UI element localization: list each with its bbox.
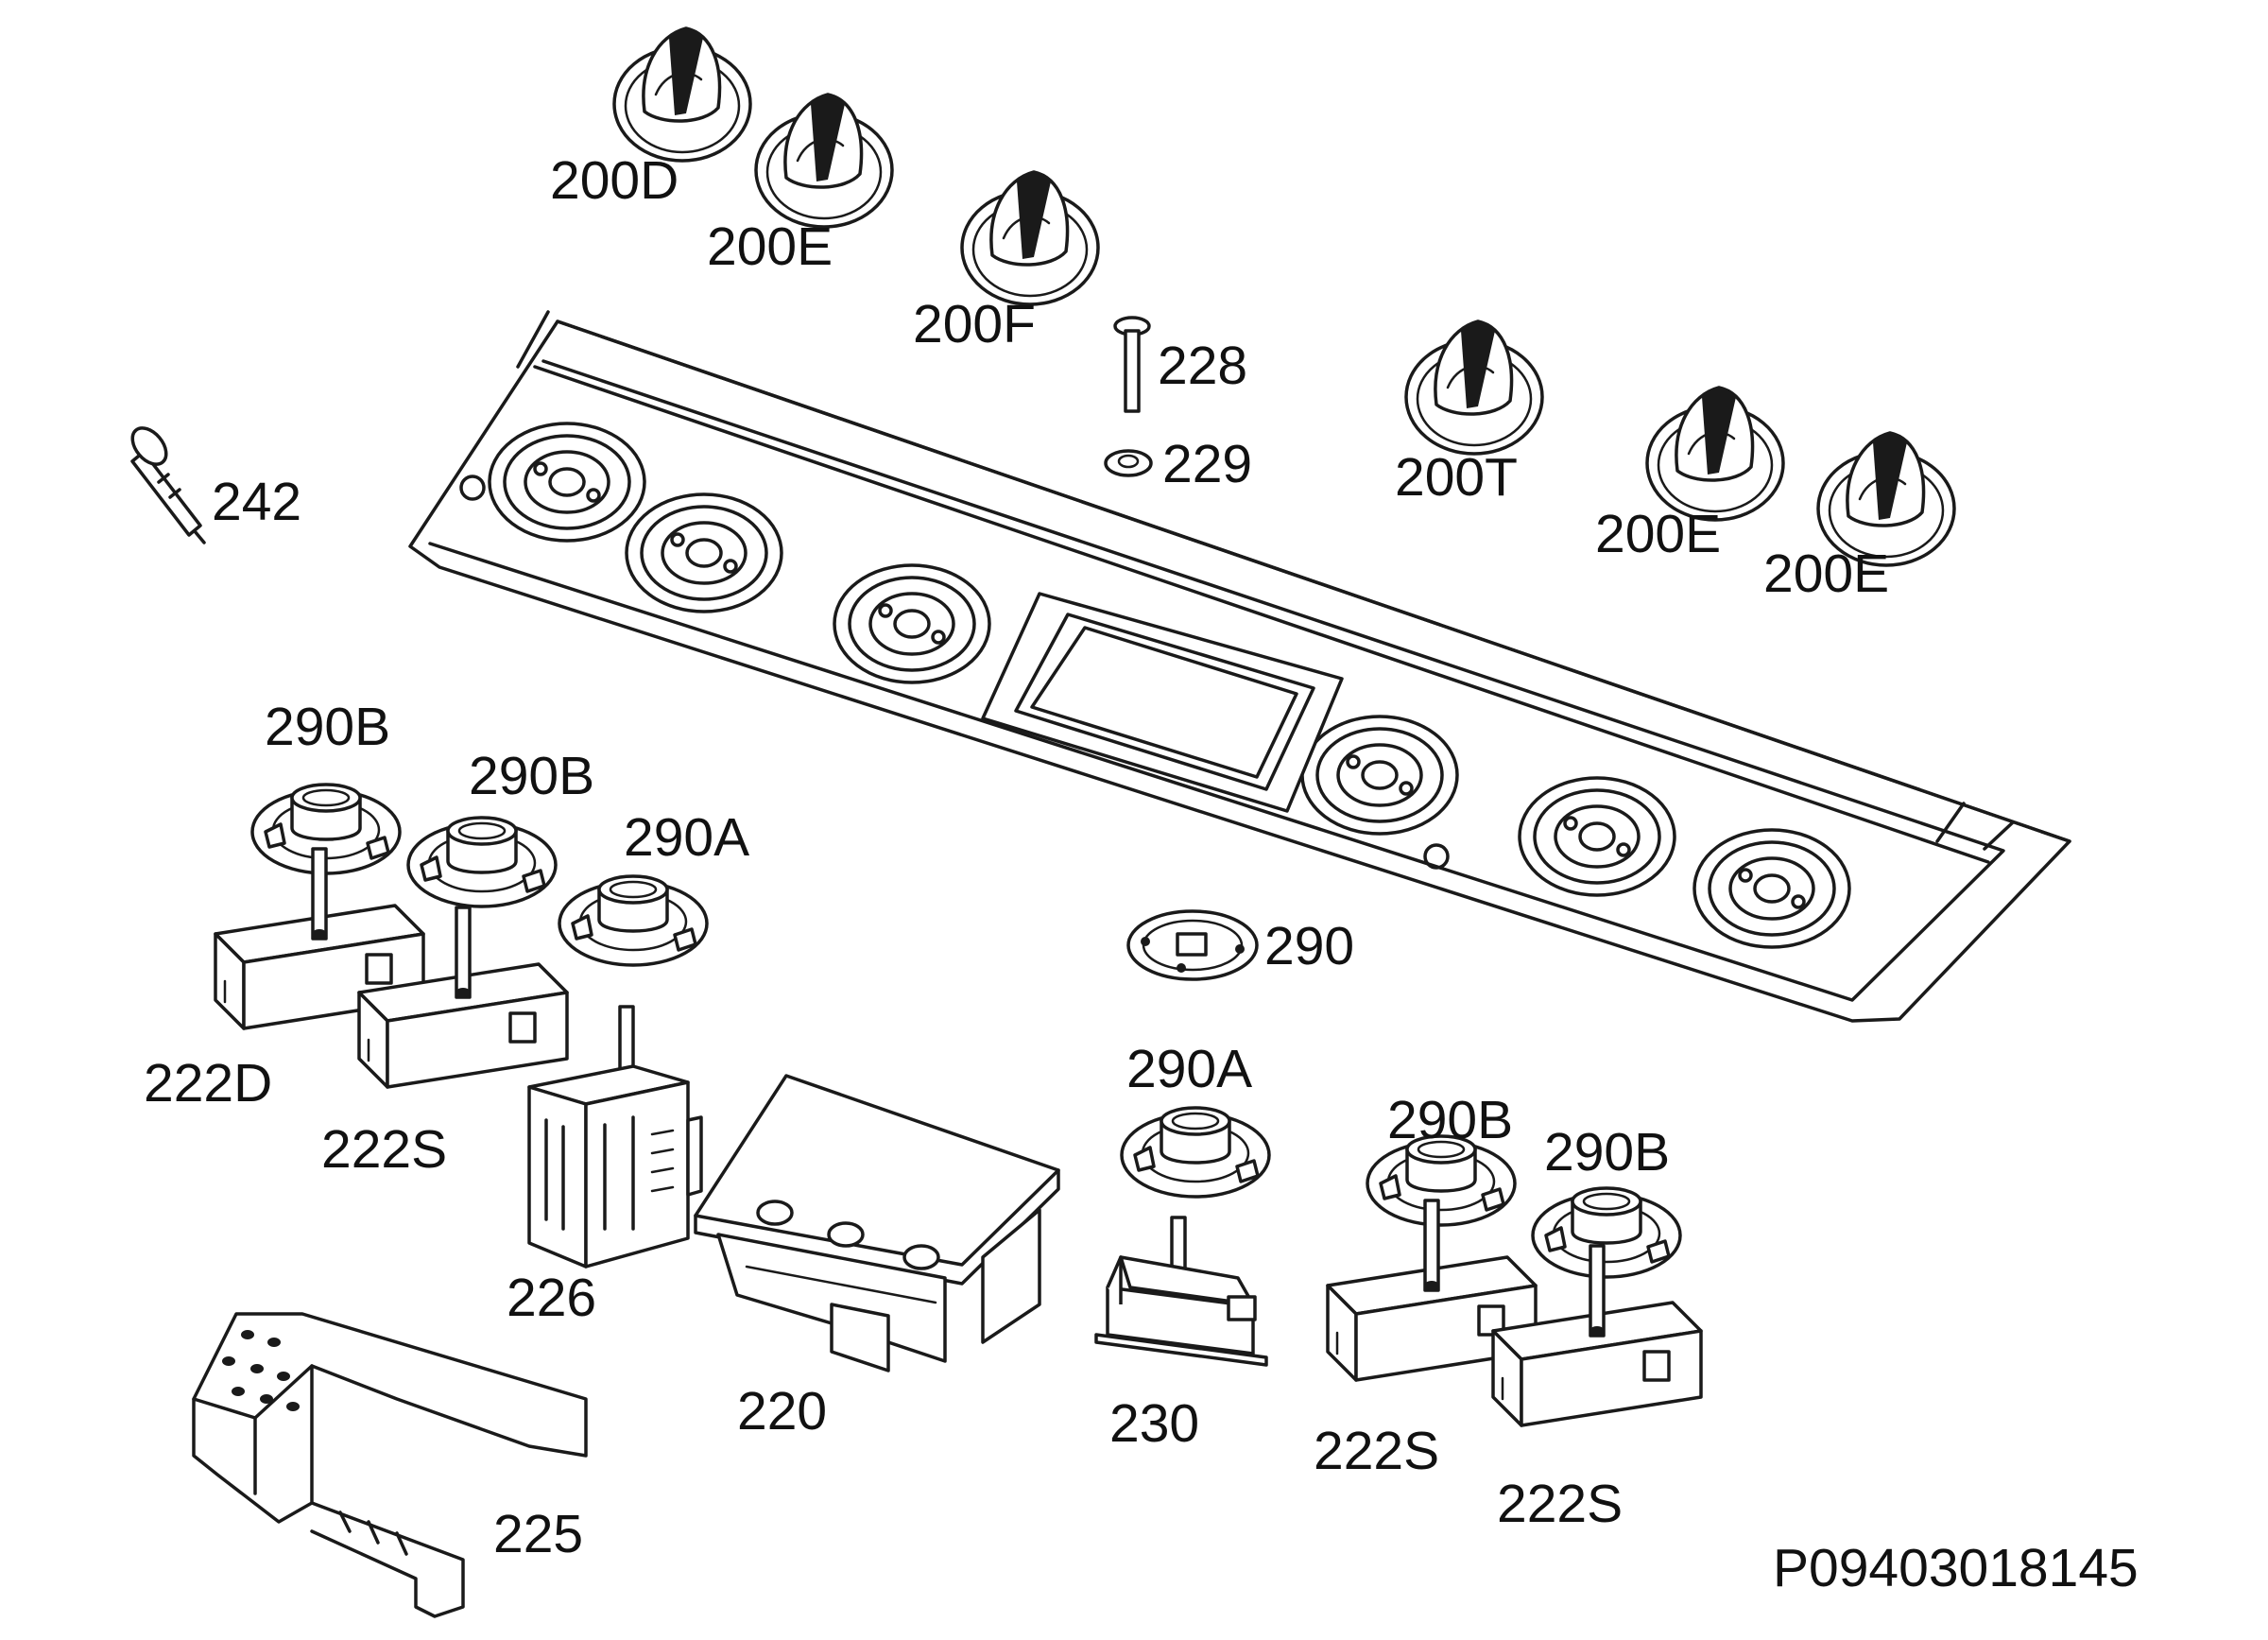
label-220: 220 xyxy=(737,1381,827,1441)
knob-200T xyxy=(1404,319,1544,456)
bezel-290B-right2 xyxy=(1531,1186,1682,1279)
thermostat-230 xyxy=(1094,1216,1268,1367)
plate-290 xyxy=(1126,909,1259,981)
label-290B-mid: 290B xyxy=(469,746,594,806)
timer-220 xyxy=(694,1074,1060,1372)
display-window xyxy=(981,592,1344,813)
knob-200D xyxy=(612,26,752,163)
lamp-holder-242 xyxy=(130,426,206,544)
label-290A-left: 290A xyxy=(624,807,749,868)
nut-229 xyxy=(1104,449,1153,477)
figure-id: P09403018145 xyxy=(1773,1538,2139,1598)
screw-228 xyxy=(1113,316,1151,413)
label-200F: 200F xyxy=(913,294,1036,354)
knob-200E-top xyxy=(754,92,894,229)
bezel-290A-left xyxy=(558,874,709,967)
label-290B-right1: 290B xyxy=(1387,1090,1513,1150)
bezel-290A-right xyxy=(1120,1106,1271,1199)
knob-200F xyxy=(960,169,1100,306)
label-222S-right2: 222S xyxy=(1497,1474,1623,1534)
label-200E-far-right: 200E xyxy=(1763,544,1889,604)
label-230: 230 xyxy=(1109,1393,1199,1454)
label-200T: 200T xyxy=(1395,447,1518,508)
label-229: 229 xyxy=(1162,434,1252,494)
label-226: 226 xyxy=(507,1268,596,1328)
part-labels: 200D 200E 200F 228 229 200T 200E 200E 24… xyxy=(144,150,2139,1598)
label-222D: 222D xyxy=(144,1053,272,1113)
label-290A-right: 290A xyxy=(1126,1039,1252,1099)
label-200E-top: 200E xyxy=(707,216,833,277)
label-200E-right: 200E xyxy=(1595,504,1721,564)
label-290B-right2: 290B xyxy=(1544,1122,1670,1183)
knob-200E-right xyxy=(1645,385,1785,522)
label-200D: 200D xyxy=(550,150,679,211)
label-228: 228 xyxy=(1158,336,1247,396)
label-222S-left: 222S xyxy=(321,1119,447,1180)
label-290B-left: 290B xyxy=(265,697,390,757)
label-242: 242 xyxy=(212,472,301,532)
bezel-290B-mid xyxy=(406,816,558,908)
label-290: 290 xyxy=(1264,916,1354,976)
selector-226 xyxy=(527,1005,703,1269)
label-222S-right1: 222S xyxy=(1314,1421,1439,1481)
connector-225 xyxy=(192,1312,588,1618)
control-panel xyxy=(408,310,2071,1023)
label-225: 225 xyxy=(493,1504,583,1564)
